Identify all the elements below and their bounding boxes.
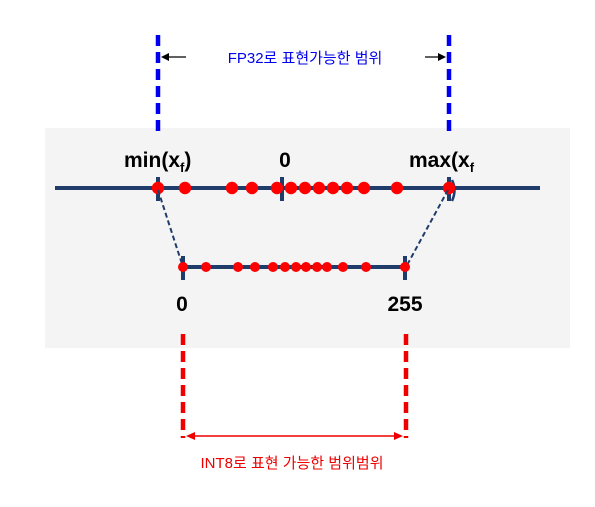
- int8-point-3: [233, 262, 243, 272]
- int8-point-12: [361, 262, 371, 272]
- fp32-points: [151, 181, 456, 195]
- int8-axis: 0 255: [176, 256, 423, 316]
- fp32-arrow-right-head: [438, 53, 446, 61]
- mapping-line-left: [157, 189, 184, 268]
- int8-point-6: [280, 262, 290, 272]
- diagram-panel: [45, 128, 570, 348]
- int8-range-bracket: INT8로 표현 가능한 범위범위: [180, 334, 409, 472]
- int8-arrow-left-head: [186, 432, 195, 440]
- fp32-min-subscript: f: [180, 160, 185, 175]
- int8-point-7: [291, 262, 301, 272]
- fp32-point-1: [151, 181, 165, 195]
- fp32-point-4: [245, 181, 259, 195]
- fp32-point-9: [326, 181, 340, 195]
- fp32-range-label: FP32로 표현가능한 범위: [228, 50, 383, 67]
- fp32-axis: min(xf) 0 max(xf: [55, 149, 540, 202]
- int8-point-10: [322, 262, 332, 272]
- int8-point-11: [338, 262, 348, 272]
- fp32-point-5: [270, 181, 284, 195]
- int8-point-13: [400, 262, 410, 272]
- int8-arrow-right-head: [394, 432, 403, 440]
- mapping-line-right: [405, 189, 449, 268]
- int8-point-5: [268, 262, 278, 272]
- fp32-point-7: [298, 181, 312, 195]
- fp32-arrow-left-head: [161, 53, 169, 61]
- fp32-max-label: max(xf: [409, 149, 475, 175]
- int8-points: [178, 262, 410, 272]
- int8-max-label: 255: [387, 293, 422, 316]
- fp32-point-6: [284, 181, 298, 195]
- int8-point-4: [250, 262, 260, 272]
- int8-point-1: [178, 262, 188, 272]
- int8-point-2: [201, 262, 211, 272]
- fp32-point-3: [225, 181, 239, 195]
- fp32-range-bracket: FP32로 표현가능한 범위: [155, 35, 452, 133]
- fp32-point-12: [390, 181, 404, 195]
- fp32-min-label: min(xf): [124, 149, 191, 175]
- fp32-point-11: [357, 181, 371, 195]
- int8-point-9: [312, 262, 322, 272]
- fp32-zero-label: 0: [279, 149, 291, 172]
- fp32-max-subscript: f: [470, 160, 475, 175]
- int8-zero-label: 0: [176, 293, 188, 316]
- int8-point-8: [301, 262, 311, 272]
- fp32-point-10: [340, 181, 354, 195]
- fp32-point-8: [312, 181, 326, 195]
- int8-range-label: INT8로 표현 가능한 범위범위: [200, 455, 383, 472]
- fp32-point-13: [442, 181, 456, 195]
- fp32-point-2: [178, 181, 192, 195]
